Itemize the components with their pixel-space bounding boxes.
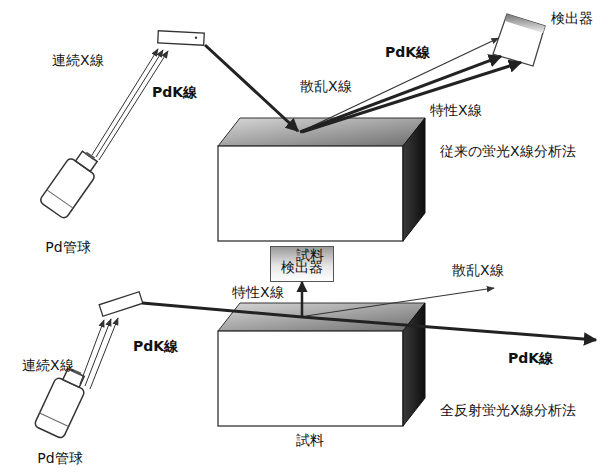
sample-block — [218, 303, 425, 426]
detector: 検出器 — [493, 14, 545, 66]
node-label: 検出器 — [551, 10, 593, 26]
ray-label: 連続X線 — [52, 52, 104, 68]
ray-label: PdK線 — [508, 350, 553, 366]
svg-part — [80, 320, 104, 384]
xray-tube-outline — [20, 368, 100, 446]
node-label: 検出器 — [281, 259, 323, 275]
shape-part — [493, 14, 545, 66]
shape-part — [218, 331, 403, 426]
sample-block: 試料 — [218, 303, 425, 426]
shape-part — [218, 118, 425, 146]
ray-label: 従来の蛍光X線分析法 — [440, 143, 576, 159]
ray-label: 散乱X線 — [452, 262, 504, 278]
ray-label: 散乱X線 — [300, 78, 352, 94]
svg-part — [158, 31, 205, 45]
ray-label: PdK線 — [133, 338, 178, 354]
svg-part — [99, 292, 143, 316]
ray-label: PdK線 — [152, 84, 197, 100]
node-label: 試料 — [296, 432, 324, 448]
svg-part — [85, 319, 111, 386]
ray-label: 全反射蛍光X線分析法 — [440, 402, 576, 418]
xray-tube-outline — [28, 140, 108, 235]
xray-tube: Pd管球 — [20, 368, 100, 446]
shape-part — [40, 413, 69, 427]
shape-part — [76, 151, 98, 171]
detector-box — [493, 14, 545, 66]
xray-tube-body — [39, 146, 104, 220]
shape-part — [505, 14, 545, 33]
shape-part — [218, 303, 425, 331]
svg-part — [195, 37, 198, 40]
shape-part — [403, 118, 425, 241]
shape-part — [218, 146, 403, 241]
svg-part — [90, 318, 118, 389]
crystal — [158, 31, 205, 45]
xray-tube: Pd管球 — [28, 140, 108, 235]
ray-label: 特性X線 — [430, 102, 482, 118]
ray-label: PdK線 — [385, 44, 430, 60]
shape-part — [85, 152, 95, 160]
continuous-rays — [80, 318, 118, 389]
ray-label: 特性X線 — [232, 284, 284, 300]
ray-label: 連続X線 — [22, 357, 74, 373]
shape-part — [403, 303, 425, 426]
sample-block: 試料 — [218, 118, 425, 241]
xray-tube-body — [34, 364, 92, 439]
node-label: Pd管球 — [45, 239, 90, 255]
shape-part — [47, 190, 73, 208]
sample-block — [218, 118, 425, 241]
svg-part — [99, 51, 168, 160]
node-label: Pd管球 — [37, 450, 82, 466]
crystal — [99, 292, 143, 316]
svg-part — [96, 50, 163, 157]
